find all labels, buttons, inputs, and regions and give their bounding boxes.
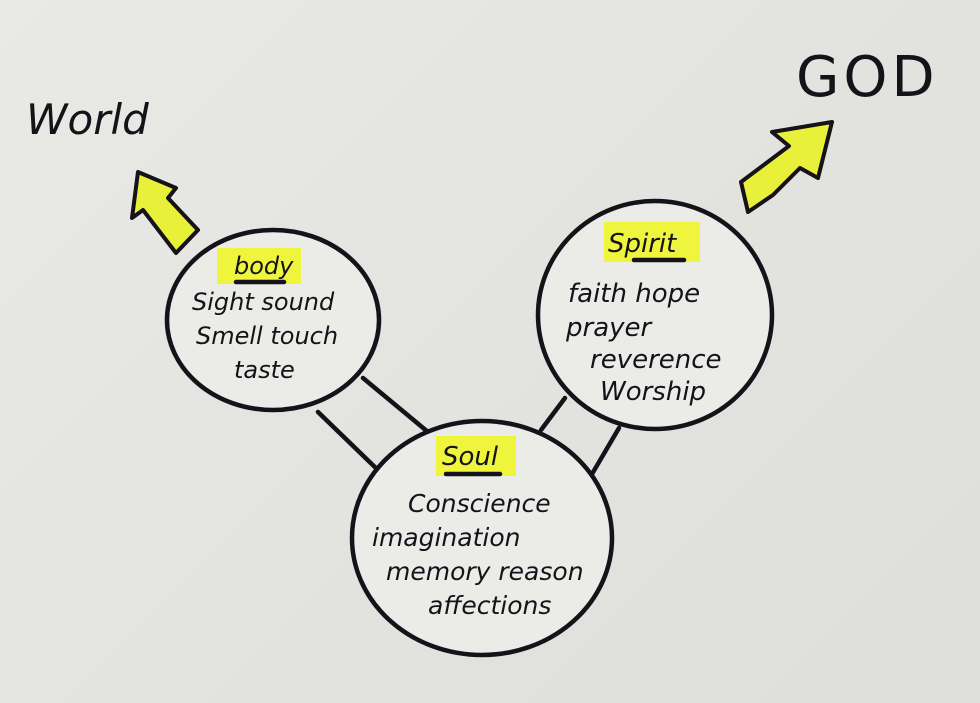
soul-line-4: affections [428, 591, 551, 620]
soul-line-2: imagination [372, 523, 521, 552]
god-label: GOD [796, 45, 939, 110]
connector-body-soul-outer [315, 409, 383, 475]
spirit-line-4: Worship [600, 377, 706, 407]
arrow-to-god-icon [739, 120, 834, 214]
arrow-to-world-icon [130, 170, 200, 255]
body-line-2: Smell touch [196, 322, 338, 350]
body-label-highlight [217, 248, 301, 284]
body-line-3: taste [234, 356, 295, 384]
soul-line-1: Conscience [408, 489, 551, 518]
spirit-circle [535, 198, 775, 432]
spirit-line-3: reverence [590, 345, 722, 375]
world-label: World [26, 95, 149, 144]
connector-spirit-soul-outer [589, 425, 622, 477]
soul-label: Soul [442, 442, 499, 472]
soul-circle [349, 418, 615, 658]
soul-label-highlight [436, 436, 516, 476]
spirit-line-2: prayer [565, 313, 654, 343]
spirit-label-highlight [604, 222, 700, 262]
body-label: body [234, 252, 294, 280]
spirit-line-1: faith hope [568, 279, 700, 309]
spirit-label: Spirit [608, 229, 677, 259]
connector-body-soul-inner [360, 375, 431, 435]
soul-line-3: memory reason [386, 557, 584, 586]
body-line-1: Sight sound [192, 288, 335, 316]
connector-spirit-soul-inner [538, 395, 568, 433]
